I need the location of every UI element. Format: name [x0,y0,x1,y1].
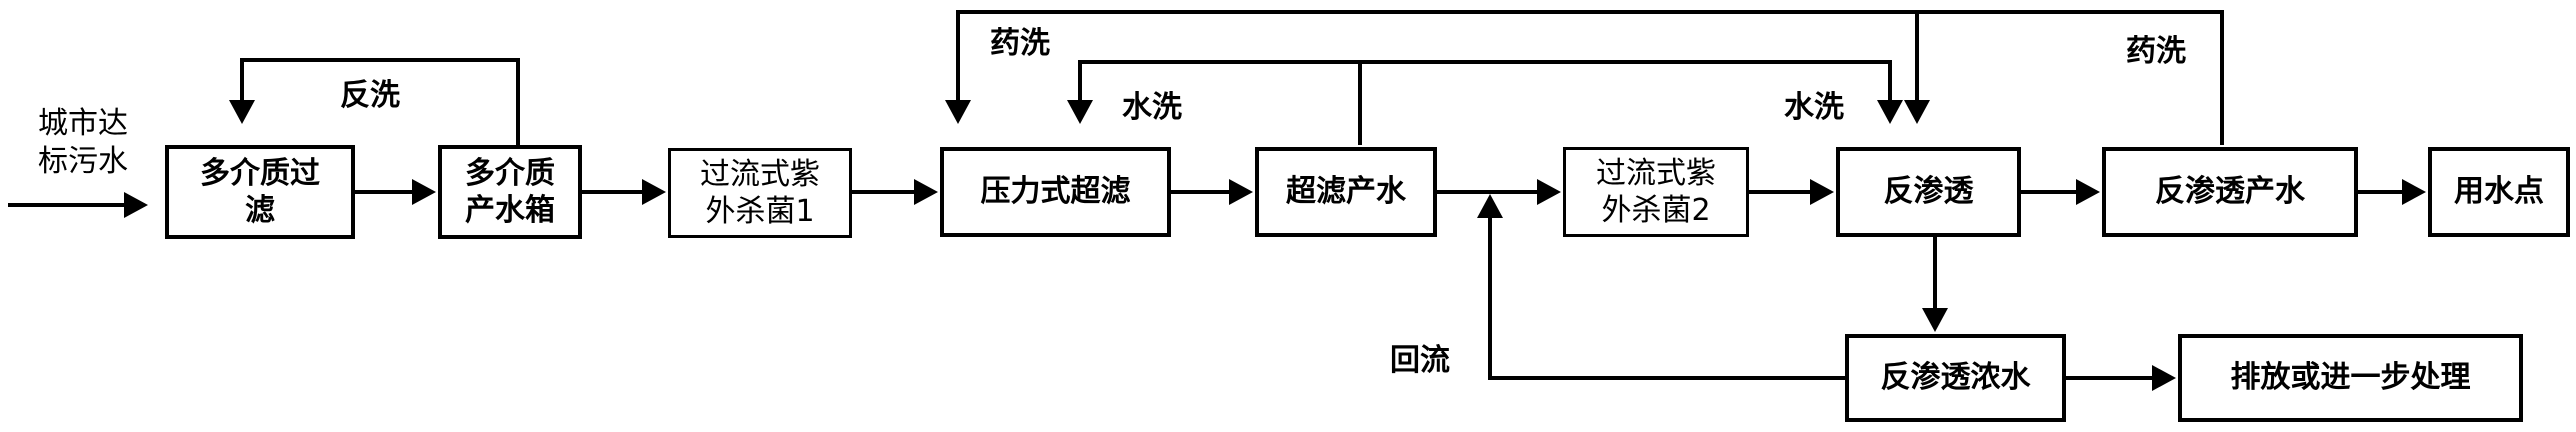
multimedia-filter-box: 多介质过 滤 [165,145,355,239]
multimedia-tank-line2: 产水箱 [465,193,555,228]
uf-product-box: 超滤产水 [1255,147,1437,237]
backwash-label: 反洗 [340,78,400,113]
use-point-box: 用水点 [2428,147,2570,237]
water-wash-loop [1078,60,1362,145]
uv2-line1: 过流式紫 [1596,155,1716,191]
reverse-osmosis-box: 反渗透 [1836,147,2021,237]
source-line1: 城市达 [38,106,128,141]
ultrafiltration-label: 压力式超滤 [980,174,1131,210]
water-wash-to-ro [1360,60,1892,108]
chem-wash-right-label: 药洗 [2126,34,2186,69]
uf-product-label: 超滤产水 [1286,174,1406,210]
source-line2: 标污水 [38,143,128,179]
uv2-line2: 外杀菌2 [1601,193,1711,228]
reflux-label: 回流 [1390,343,1450,378]
uv1-box: 过流式紫 外杀菌1 [668,148,852,238]
discharge-box: 排放或进一步处理 [2178,334,2523,422]
backwash-loop [240,58,520,145]
ultrafiltration-box: 压力式超滤 [940,147,1171,237]
arrowhead [124,192,148,218]
chem-wash-left-label: 药洗 [990,26,1050,61]
uv1-line1: 过流式紫 [700,156,820,192]
source-label: 城市达 标污水 [38,105,128,180]
reverse-osmosis-label: 反渗透 [1883,174,1974,210]
ro-concentrate-label: 反渗透浓水 [1880,360,2031,396]
ro-product-box: 反渗透产水 [2102,147,2358,237]
discharge-label: 排放或进一步处理 [2230,360,2471,396]
multimedia-tank-line1: 多介质 [465,155,555,191]
ro-product-label: 反渗透产水 [2155,174,2305,210]
multimedia-tank-box: 多介质 产水箱 [438,145,582,239]
multimedia-filter-line2: 滤 [245,193,275,228]
use-point-label: 用水点 [2454,174,2544,210]
chem-wash-loop [956,10,2224,145]
water-wash-right-label: 水洗 [1784,90,1844,125]
water-wash-left-label: 水洗 [1122,90,1182,125]
reflux-loop [1488,210,1845,380]
uv1-line2: 外杀菌1 [705,194,815,229]
ro-concentrate-box: 反渗透浓水 [1845,334,2066,422]
multimedia-filter-line1: 多介质过 [200,155,320,191]
uv2-box: 过流式紫 外杀菌2 [1563,147,1749,237]
